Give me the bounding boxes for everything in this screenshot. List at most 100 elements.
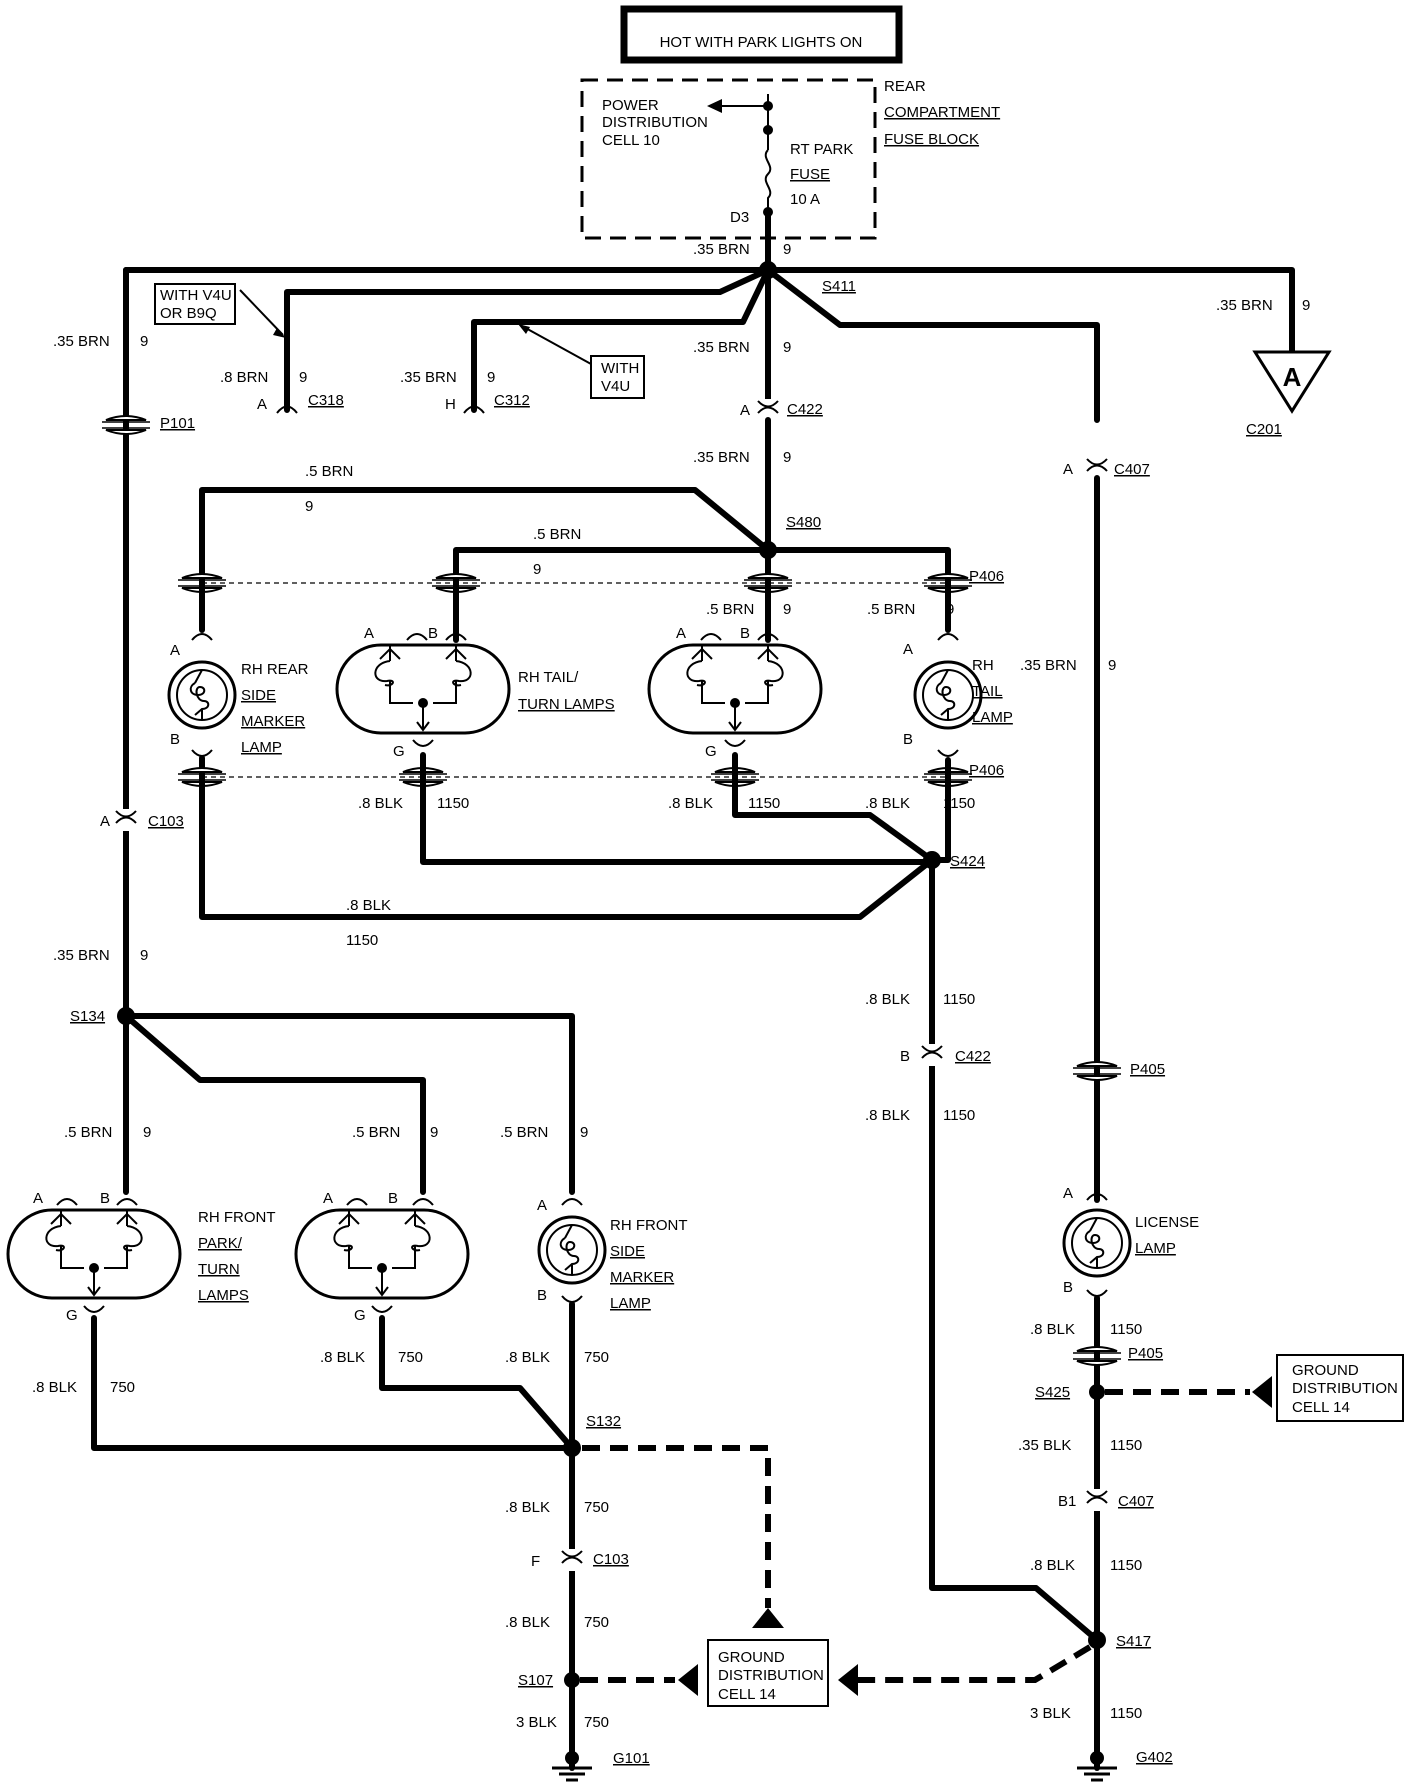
svg-text:P405: P405 xyxy=(1128,1345,1163,1362)
splice-s425 xyxy=(1089,1384,1105,1400)
rh-front-park-turn-lamp-right xyxy=(294,1208,470,1300)
svg-text:1150: 1150 xyxy=(943,1107,975,1124)
svg-text:.5 BRN: .5 BRN xyxy=(305,463,353,480)
fuse-label-1: RT PARK xyxy=(790,141,853,158)
svg-text:9: 9 xyxy=(299,369,307,386)
connector-c103-upper xyxy=(115,808,137,832)
svg-text:9: 9 xyxy=(783,339,791,356)
svg-text:TURN: TURN xyxy=(198,1261,240,1278)
svg-text:S480: S480 xyxy=(786,514,821,531)
connector-c103-lower xyxy=(561,1548,583,1572)
svg-text:RH: RH xyxy=(972,657,994,674)
svg-text:9: 9 xyxy=(1108,657,1116,674)
svg-text:DISTRIBUTION: DISTRIBUTION xyxy=(1292,1380,1398,1397)
svg-text:.35 BLK: .35 BLK xyxy=(1018,1437,1071,1454)
svg-text:B: B xyxy=(388,1190,398,1207)
svg-text:OR B9Q: OR B9Q xyxy=(160,305,217,322)
svg-text:750: 750 xyxy=(398,1349,423,1366)
fuse-block-name-3: FUSE BLOCK xyxy=(884,131,979,148)
note-v4u xyxy=(590,355,645,399)
svg-text:LAMP: LAMP xyxy=(610,1295,651,1312)
fuse-block-name-1: REAR xyxy=(884,78,926,95)
svg-text:PARK/: PARK/ xyxy=(198,1235,243,1252)
svg-text:1150: 1150 xyxy=(1110,1705,1142,1722)
svg-text:9: 9 xyxy=(580,1124,588,1141)
svg-text:LICENSE: LICENSE xyxy=(1135,1214,1199,1231)
power-dist-3: CELL 10 xyxy=(602,132,660,149)
svg-text:RH FRONT: RH FRONT xyxy=(198,1209,276,1226)
svg-text:9: 9 xyxy=(783,241,791,258)
svg-text:A: A xyxy=(1063,1185,1073,1202)
connector-c318 xyxy=(276,405,298,414)
svg-text:9: 9 xyxy=(533,561,541,578)
svg-text:CELL 14: CELL 14 xyxy=(1292,1399,1350,1416)
svg-text:1150: 1150 xyxy=(1110,1321,1142,1338)
rh-tail-turn-lamp-left xyxy=(335,643,511,735)
svg-text:A: A xyxy=(33,1190,43,1207)
fuse-terminal-d3: D3 xyxy=(730,209,749,226)
svg-text:S424: S424 xyxy=(950,853,985,870)
svg-text:.8 BLK: .8 BLK xyxy=(1030,1557,1075,1574)
svg-text:C407: C407 xyxy=(1118,1493,1154,1510)
svg-text:.35 BRN: .35 BRN xyxy=(53,947,110,964)
svg-text:P405: P405 xyxy=(1130,1061,1165,1078)
svg-text:.8 BLK: .8 BLK xyxy=(865,991,910,1008)
svg-text:.8 BLK: .8 BLK xyxy=(865,1107,910,1124)
svg-text:.8 BLK: .8 BLK xyxy=(32,1379,77,1396)
svg-text:C312: C312 xyxy=(494,392,530,409)
svg-text:1150: 1150 xyxy=(943,795,975,812)
splice-s417 xyxy=(1088,1631,1106,1649)
svg-text:.5 BRN: .5 BRN xyxy=(867,601,915,618)
rh-tail-turn-lamp-right xyxy=(647,643,823,735)
svg-text:9: 9 xyxy=(140,333,148,350)
svg-text:C201: C201 xyxy=(1246,421,1282,438)
svg-text:.8 BRN: .8 BRN xyxy=(220,369,268,386)
connector-c422-lower xyxy=(921,1043,943,1067)
svg-text:C407: C407 xyxy=(1114,461,1150,478)
offpage-connector-a xyxy=(1252,350,1332,414)
svg-text:.35 BRN: .35 BRN xyxy=(693,339,750,356)
svg-text:SIDE: SIDE xyxy=(610,1243,645,1260)
wire-rear-marker-feed xyxy=(199,487,771,623)
svg-text:1150: 1150 xyxy=(943,991,975,1008)
svg-text:F: F xyxy=(531,1553,540,1570)
svg-text:.35 BRN: .35 BRN xyxy=(1020,657,1077,674)
svg-text:A: A xyxy=(1283,362,1302,392)
svg-text:MARKER: MARKER xyxy=(610,1269,674,1286)
splice-s411 xyxy=(759,261,777,279)
svg-text:A: A xyxy=(170,642,180,659)
svg-text:A: A xyxy=(364,625,374,642)
fuse-label-3: 10 A xyxy=(790,191,820,208)
svg-text:750: 750 xyxy=(584,1349,609,1366)
svg-text:.5 BRN: .5 BRN xyxy=(533,526,581,543)
svg-text:.5 BRN: .5 BRN xyxy=(500,1124,548,1141)
svg-text:G: G xyxy=(393,743,405,760)
title-box xyxy=(620,5,903,64)
svg-text:9: 9 xyxy=(140,947,148,964)
svg-text:A: A xyxy=(903,641,913,658)
svg-text:V4U: V4U xyxy=(601,378,630,395)
splice-s134 xyxy=(117,1007,135,1025)
rh-front-park-turn-lamp-left xyxy=(6,1208,182,1300)
svg-text:A: A xyxy=(323,1190,333,1207)
svg-text:WITH V4U: WITH V4U xyxy=(160,287,232,304)
svg-text:.5 BRN: .5 BRN xyxy=(64,1124,112,1141)
power-dist-1: POWER xyxy=(602,97,659,114)
svg-text:RH REAR: RH REAR xyxy=(241,661,309,678)
svg-text:A: A xyxy=(1063,461,1073,478)
svg-text:C103: C103 xyxy=(593,1551,629,1568)
power-dist-2: DISTRIBUTION xyxy=(602,114,708,131)
svg-text:1150: 1150 xyxy=(1110,1437,1142,1454)
svg-text:.8 BLK: .8 BLK xyxy=(668,795,713,812)
svg-text:CELL 14: CELL 14 xyxy=(718,1686,776,1703)
svg-text:C318: C318 xyxy=(308,392,344,409)
svg-text:.8 BLK: .8 BLK xyxy=(865,795,910,812)
svg-text:B: B xyxy=(170,731,180,748)
fuse-icon xyxy=(764,149,772,212)
svg-text:.8 BLK: .8 BLK xyxy=(346,897,391,914)
svg-text:LAMP: LAMP xyxy=(1135,1240,1176,1257)
svg-text:A: A xyxy=(676,625,686,642)
svg-text:S134: S134 xyxy=(70,1008,105,1025)
svg-text:RH FRONT: RH FRONT xyxy=(610,1217,688,1234)
